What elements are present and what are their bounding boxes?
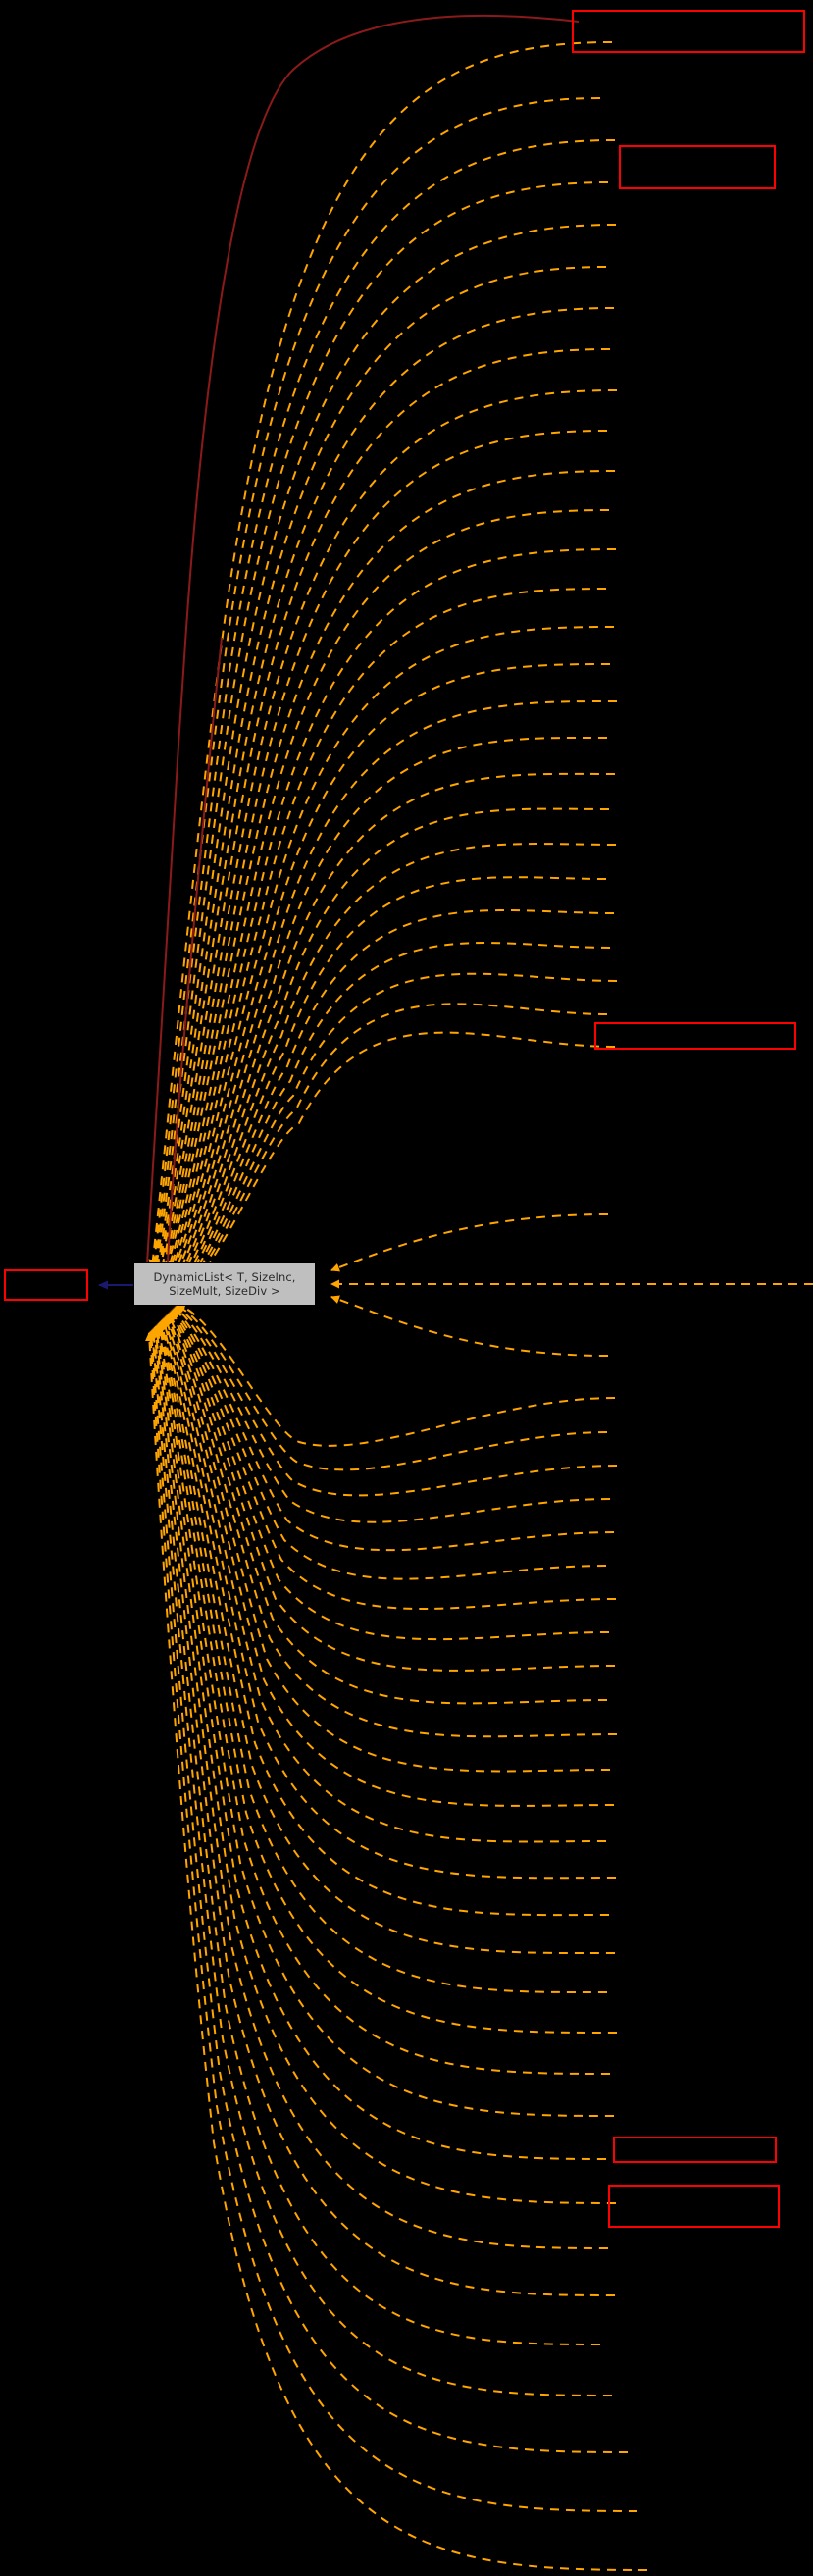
edge-inheritance-solid: [146, 14, 580, 1264]
clipped-node-mid-right[interactable]: [594, 1022, 796, 1050]
clipped-node-top-1[interactable]: [572, 10, 805, 53]
clipped-node-left[interactable]: [4, 1269, 88, 1301]
clipped-node-bottom-2[interactable]: [608, 2185, 780, 2228]
center-node-dynamiclist[interactable]: DynamicList< T, SizeInc, SizeMult, SizeD…: [133, 1262, 316, 1306]
edge-group-upper: [148, 41, 618, 1298]
clipped-node-bottom-1[interactable]: [613, 2137, 777, 2163]
edge-group-horizontal: [330, 1213, 813, 1357]
edge-group-lower: [144, 1302, 648, 2571]
clipped-node-top-2[interactable]: [619, 145, 776, 189]
edge-inheritance-trunk: [167, 637, 223, 1262]
